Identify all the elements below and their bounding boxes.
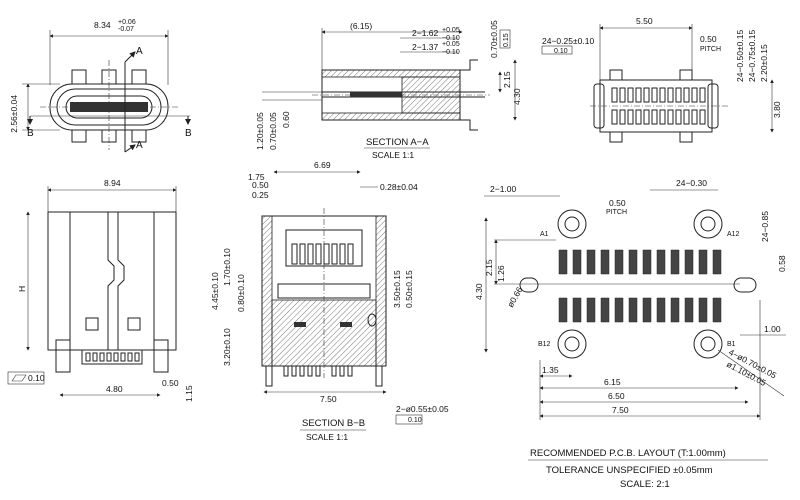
aa-title: SECTION A−A	[366, 137, 429, 148]
aa-dim-8: 0.60	[281, 111, 291, 128]
bv-pin-tol: 0.10	[554, 48, 568, 55]
pin-b1: B1	[727, 341, 736, 348]
aa-dim-5: 4.30	[512, 88, 522, 105]
top-width-label: 8.34	[94, 20, 111, 30]
aa-dim-7: 0.70±0.05	[268, 112, 278, 150]
side-d1: 0.50	[162, 378, 179, 388]
side-d3: 1.15	[184, 385, 194, 402]
aa-dim-4: 2.15	[502, 71, 512, 88]
bb-d055: 2−ø0.55±0.05	[396, 404, 449, 414]
side-d2: 4.80	[106, 384, 123, 394]
section-a-marker-top: A	[136, 46, 143, 57]
pin-a1: A1	[540, 231, 549, 238]
aa-dim-1-tol-minus: −0.10	[442, 35, 460, 42]
side-flatness: 0.10	[28, 373, 45, 383]
bb-d055-tol: 0.10	[408, 417, 422, 424]
pcb-d-215: 2.15	[484, 259, 494, 276]
bb-title: SECTION B−B	[302, 418, 365, 429]
bv-pitch: 0.50	[700, 34, 717, 44]
pcb-d-650: 6.50	[608, 391, 625, 401]
pad-row-bottom	[558, 297, 722, 323]
pcb-d-750: 7.50	[612, 405, 629, 415]
aa-overall-dim: (6.15)	[350, 21, 372, 31]
pcb-d-24-030: 24−0.30	[676, 178, 707, 188]
aa-scale: SCALE 1:1	[372, 150, 414, 160]
side-width: 8.94	[104, 178, 121, 188]
pcb-pitch: 0.50	[609, 198, 626, 208]
bb-d025: 0.25	[252, 190, 269, 200]
section-b-b: 6.69 1.75 0.50 0.25 0.28±0.04 4.45±0.10 …	[210, 160, 449, 442]
aa-dim-2-tol-plus: +0.05	[442, 41, 460, 48]
pad-row-top	[558, 249, 722, 275]
bb-d669: 6.69	[314, 160, 331, 170]
bb-d175: 1.75	[248, 172, 265, 182]
bv-width: 5.50	[636, 16, 653, 26]
pcb-d-100: 1.00	[764, 324, 781, 334]
bb-d080: 0.80±0.10	[236, 274, 246, 312]
pcb-layout: 2−1.00 24−0.30 0.50 PITCH 24−0.85 A1 A12…	[474, 178, 787, 420]
pin-b12: B12	[538, 341, 551, 348]
scale-note: SCALE: 2:1	[620, 479, 670, 490]
side-height: H	[17, 286, 27, 292]
pcb-d-430: 4.30	[474, 283, 484, 300]
bb-scale: SCALE 1:1	[306, 432, 348, 442]
bv-dim-v1: 24−0.50±0.15	[735, 30, 745, 82]
section-a-a: (6.15) 2−1.62 +0.05 −0.10 2−1.37 +0.05 −…	[255, 20, 522, 160]
pcb-layout-title: RECOMMENDED P.C.B. LAYOUT (T:1.00mm)	[530, 448, 726, 459]
pcb-d-24-085: 24−0.85	[760, 211, 770, 242]
pcb-pitch-label: PITCH	[606, 209, 627, 216]
bb-d445: 4.45±0.10	[210, 272, 220, 310]
bv-dim-v4: 3.80	[772, 101, 782, 118]
top-width-tol-minus: -0.07	[118, 26, 134, 33]
top-height-label: 2.56±0.04	[9, 95, 19, 133]
bottom-view: 5.50 24−0.25±0.10 0.10 0.50 PITCH 24−0.5…	[541, 16, 782, 143]
aa-dim-3-tol: 0.15	[503, 33, 510, 47]
side-view: 8.94 H 0.10 0.50 4.80 1.15	[7, 178, 194, 402]
pcb-d-135: 1.35	[542, 365, 559, 375]
bb-d028: 0.28±0.04	[380, 182, 418, 192]
aa-dim-6: 1.20±0.05	[255, 112, 265, 150]
pcb-d-066: ø0.66	[505, 285, 525, 309]
pcb-d-615: 6.15	[604, 377, 621, 387]
aa-dim-2: 2−1.37	[412, 42, 439, 52]
aa-dim-3: 0.70±0.05	[489, 20, 499, 58]
bv-pitch-label: PITCH	[700, 46, 721, 53]
bv-pin-dim: 24−0.25±0.10	[542, 36, 594, 46]
bv-dim-v3: 2.20±0.15	[759, 44, 769, 82]
bv-dim-v2: 24−0.75±0.15	[747, 30, 757, 82]
section-b-marker-right: B	[185, 128, 192, 139]
bb-d350: 3.50±0.15	[392, 270, 402, 308]
tolerance-note: TOLERANCE UNSPECIFIED ±0.05mm	[546, 465, 713, 476]
aa-dim-1: 2−1.62	[412, 28, 439, 38]
pcb-d-126: 1.26	[496, 265, 506, 282]
pcb-d-058: 0.58	[777, 255, 787, 272]
aa-dim-1-tol-plus: +0.05	[442, 27, 460, 34]
pin-a12: A12	[727, 231, 740, 238]
bb-d050: 0.50	[252, 180, 269, 190]
section-b-marker-left: B	[27, 128, 34, 139]
section-a-marker-bottom: A	[136, 140, 143, 151]
aa-dim-2-tol-minus: −0.10	[442, 49, 460, 56]
pcb-d-2-100: 2−1.00	[490, 184, 517, 194]
top-view: 8.34 +0.06 -0.07 2.56±0.04 A A B	[9, 19, 192, 153]
top-width-tol-plus: +0.06	[118, 19, 136, 26]
bb-d320: 3.20±0.10	[222, 328, 232, 366]
bb-d170: 1.70±0.10	[222, 248, 232, 286]
notes: RECOMMENDED P.C.B. LAYOUT (T:1.00mm) TOL…	[528, 448, 768, 490]
bb-d050b: 0.50±0.15	[404, 270, 414, 308]
bb-d750: 7.50	[320, 394, 337, 404]
